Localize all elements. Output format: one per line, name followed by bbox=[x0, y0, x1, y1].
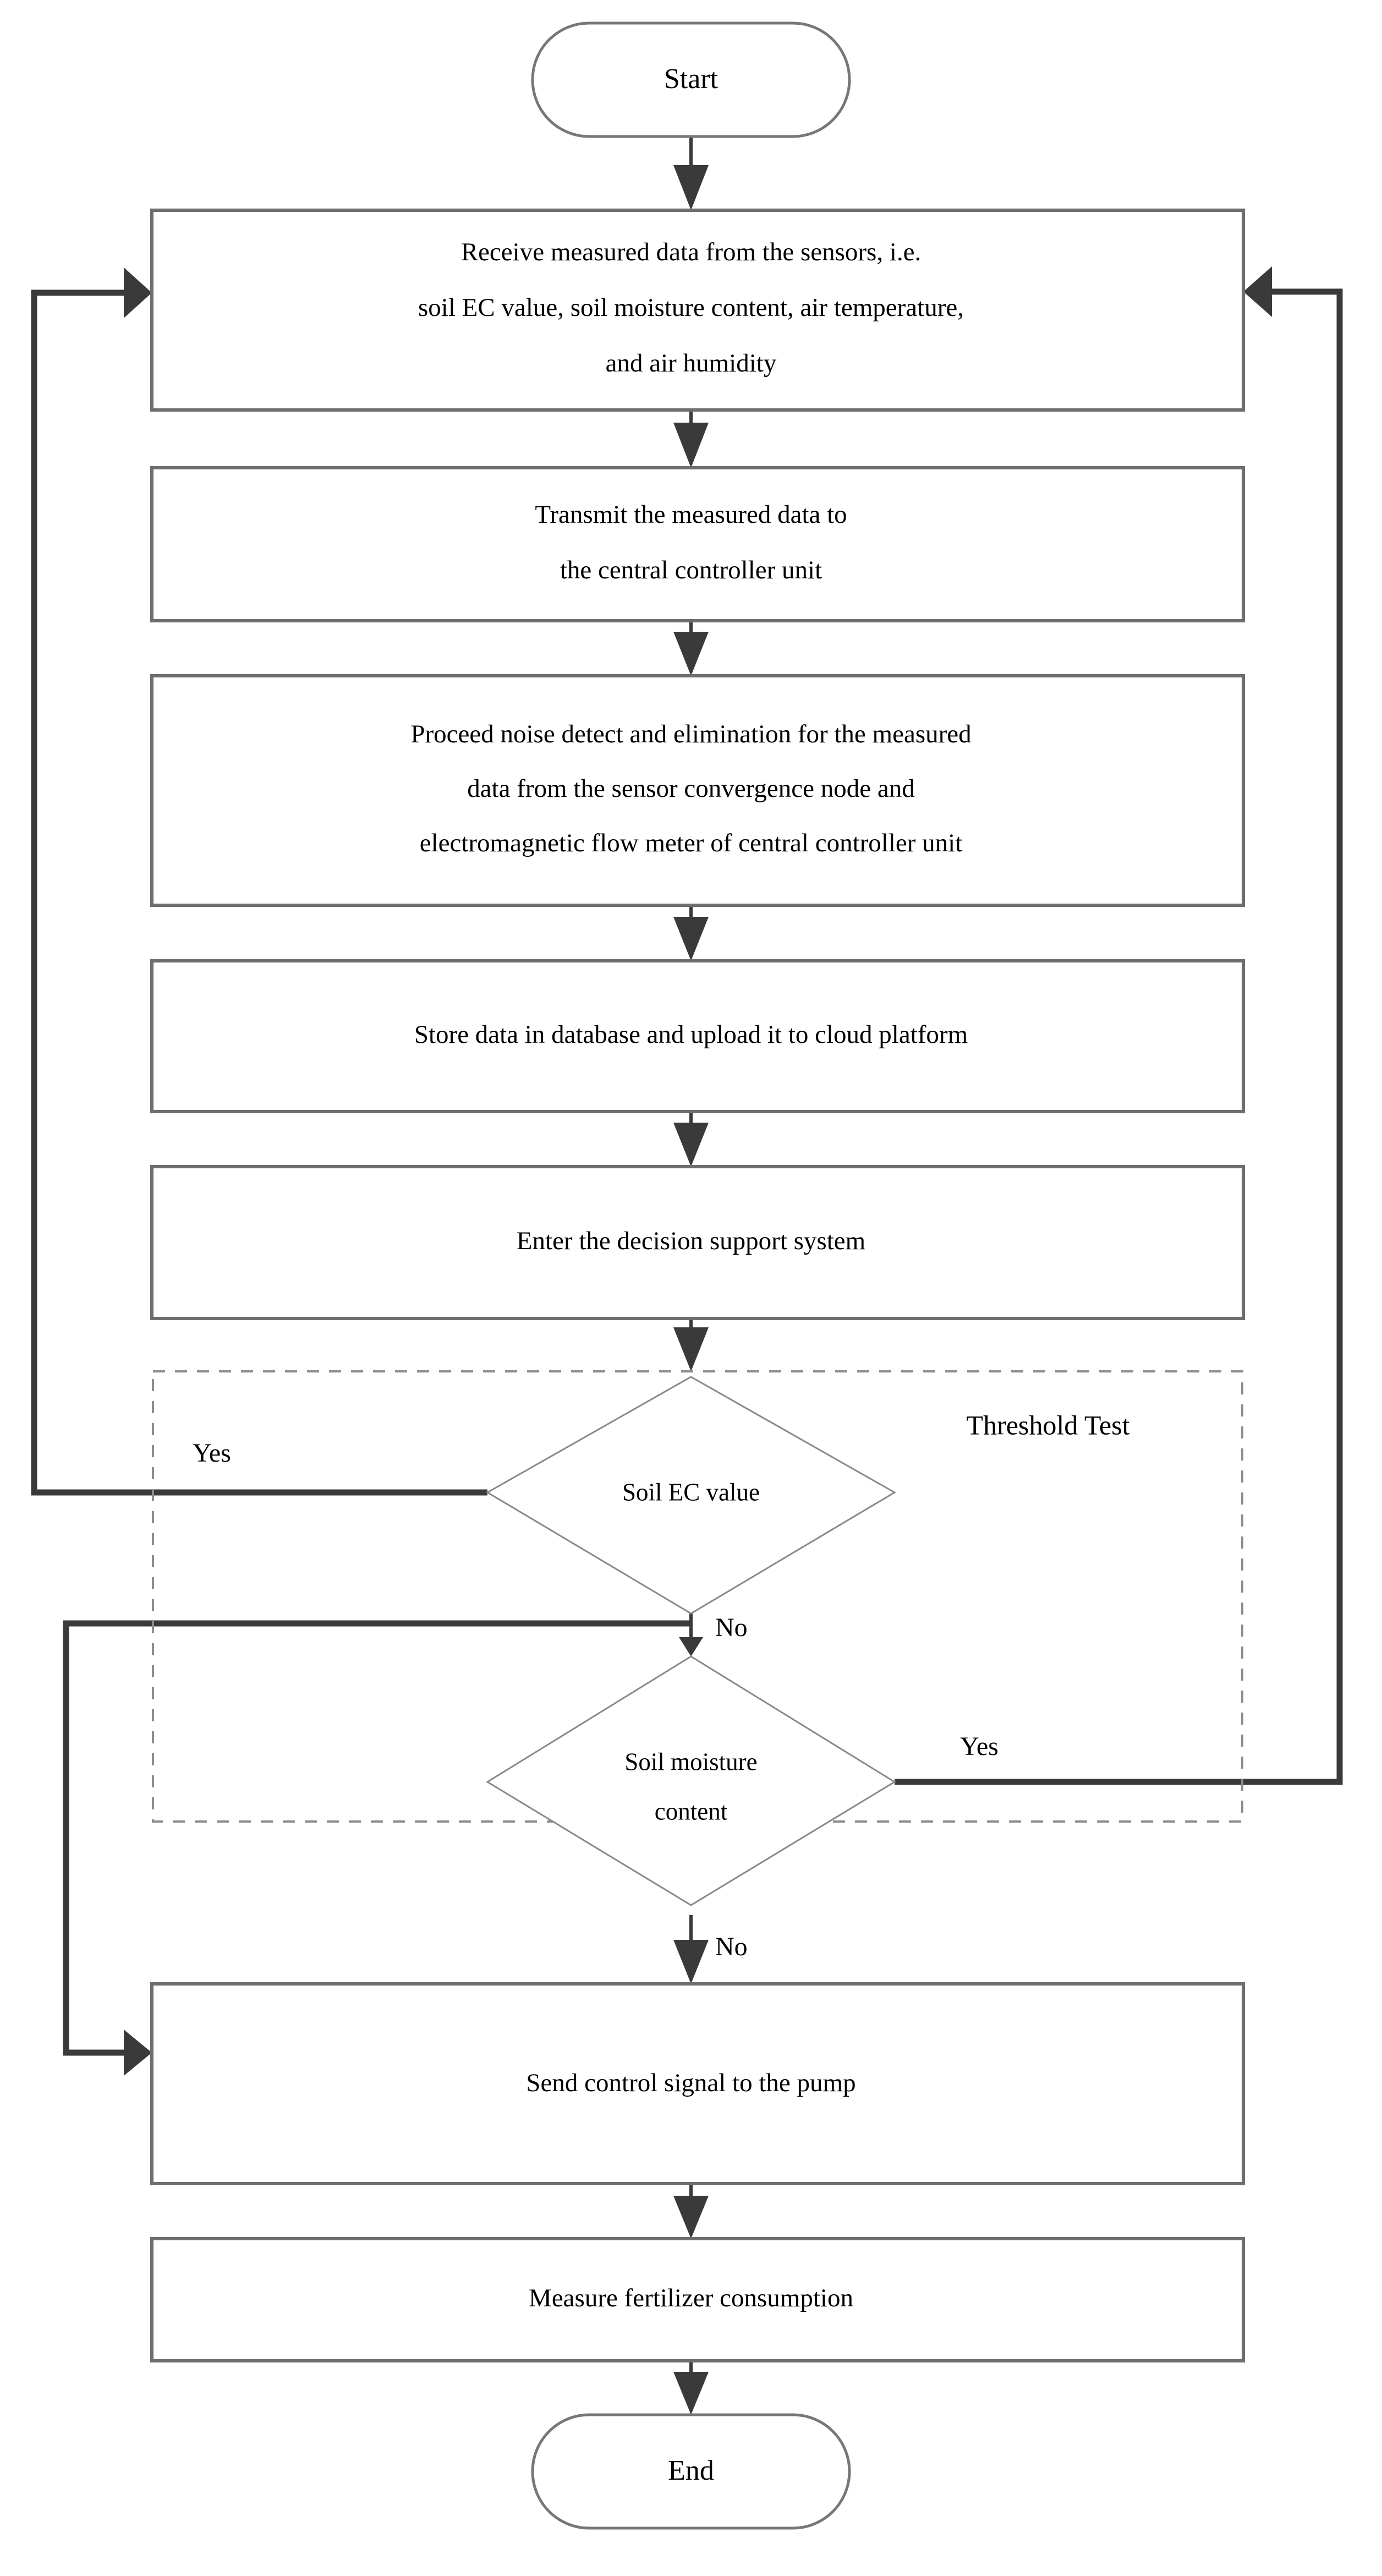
edge-transmit-to-denoise bbox=[673, 621, 709, 676]
edge-ec-no-to-send-signal bbox=[63, 1620, 691, 2076]
node-transmit-line-2: the central controller unit bbox=[560, 556, 822, 584]
node-decision-ec-label: Soil EC value bbox=[622, 1478, 760, 1506]
node-receive-line-2: soil EC value, soil moisture content, ai… bbox=[418, 293, 964, 322]
edge-receive-to-transmit bbox=[673, 410, 709, 468]
node-store-shape[interactable] bbox=[150, 959, 1245, 1113]
node-decision-ec-shape[interactable] bbox=[486, 1376, 896, 1615]
edge-label-ec-yes: Yes bbox=[193, 1439, 231, 1468]
node-receive-line-3: and air humidity bbox=[606, 349, 777, 378]
node-decision-moisture-line-2: content bbox=[655, 1797, 728, 1825]
node-enter-dss-shape[interactable] bbox=[150, 1165, 1245, 1320]
node-transmit-line-1: Transmit the measured data to bbox=[535, 500, 847, 529]
node-end-label: End bbox=[668, 2455, 714, 2486]
node-decision-moisture-line-1: Soil moisture bbox=[624, 1748, 757, 1775]
node-transmit-shape[interactable] bbox=[150, 466, 1245, 622]
node-store-line-1: Store data in database and upload it to … bbox=[414, 1020, 968, 1049]
node-denoise-line-2: data from the sensor convergence node an… bbox=[467, 774, 914, 803]
node-start-label: Start bbox=[664, 63, 719, 95]
edge-label-moisture-no: No bbox=[715, 1932, 748, 1961]
node-receive-line-1: Receive measured data from the sensors, … bbox=[461, 238, 922, 266]
node-enter-dss-line-1: Enter the decision support system bbox=[517, 1227, 865, 1255]
edge-denoise-to-store bbox=[673, 905, 709, 961]
node-denoise-line-3: electromagnetic flow meter of central co… bbox=[420, 829, 963, 857]
edge-decision-moisture-yes-loop bbox=[895, 266, 1343, 1785]
edge-send-signal-to-measure bbox=[673, 2184, 709, 2239]
node-denoise-line-1: Proceed noise detect and elimination for… bbox=[410, 720, 971, 748]
node-send-signal-line-1: Send control signal to the pump bbox=[526, 2069, 855, 2097]
edge-start-to-receive bbox=[673, 136, 709, 210]
edge-measure-to-end bbox=[673, 2361, 709, 2415]
edge-enterdss-to-decision-ec bbox=[673, 1319, 709, 1371]
edge-decision-ec-to-decision-moisture bbox=[679, 1614, 703, 1656]
node-receive-shape[interactable] bbox=[150, 209, 1245, 412]
node-decision-moisture-shape[interactable] bbox=[486, 1655, 896, 1906]
node-start-shape[interactable] bbox=[531, 21, 851, 138]
node-measure-shape[interactable] bbox=[150, 2237, 1245, 2362]
node-end-shape[interactable] bbox=[531, 2413, 851, 2530]
node-send-signal-shape[interactable] bbox=[150, 1982, 1245, 2185]
edge-decision-moisture-to-send-signal bbox=[673, 1915, 709, 1984]
edge-label-ec-no: No bbox=[715, 1613, 748, 1642]
threshold-test-group-label: Threshold Test bbox=[967, 1409, 1130, 1440]
edge-store-to-enterdss bbox=[673, 1112, 709, 1167]
node-measure-line-1: Measure fertilizer consumption bbox=[529, 2284, 853, 2312]
edge-label-moisture-yes: Yes bbox=[960, 1732, 999, 1761]
node-denoise-shape[interactable] bbox=[150, 674, 1245, 907]
edge-decision-ec-yes-loop bbox=[31, 267, 487, 1496]
